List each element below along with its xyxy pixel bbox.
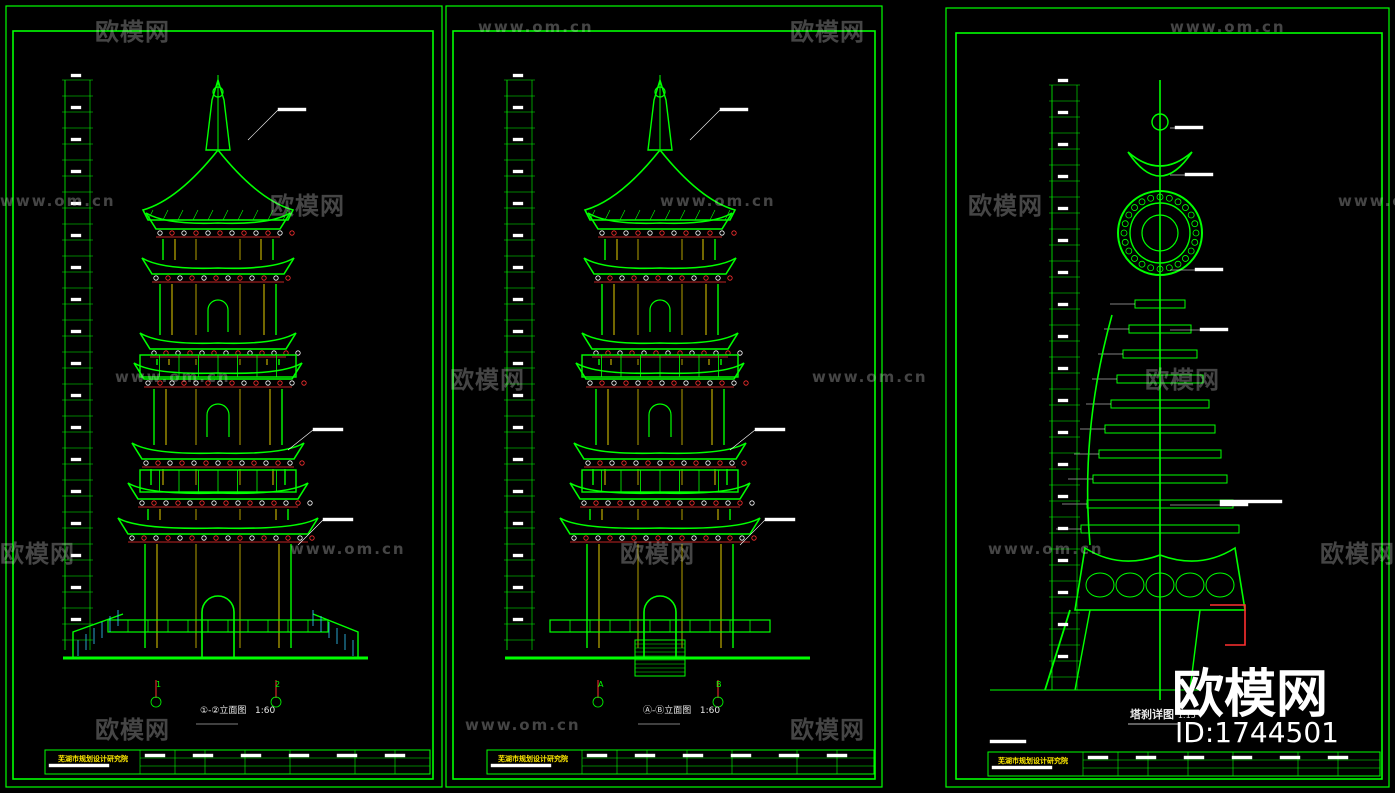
- title-block-organization: 芜湖市规划设计研究院: [498, 755, 568, 763]
- model-id: ID:1744501: [1175, 716, 1339, 749]
- drawing-title-1: ①-②立面图 1:60: [200, 706, 276, 716]
- brand-logo: 欧模网: [1172, 665, 1329, 725]
- axis-label: A: [598, 680, 604, 689]
- axis-label: 2: [275, 680, 281, 689]
- sheet-frames: [5, 5, 1390, 788]
- title-block-organization: 芜湖市规划设计研究院: [998, 757, 1068, 765]
- axis-label: B: [716, 680, 722, 689]
- pagoda-elevation-1: [63, 75, 368, 725]
- finial-detail-drawing: [989, 80, 1283, 744]
- drawing-title-2: Ⓐ-Ⓑ立面图 1:60: [643, 706, 721, 716]
- title-block-organization: 芜湖市规划设计研究院: [58, 755, 128, 763]
- pagoda-elevation-2: [505, 75, 810, 725]
- axis-label: 1: [156, 680, 162, 689]
- title-blocks: [44, 749, 1381, 777]
- dimension-lines: [62, 73, 1080, 690]
- drawing-title-3: 塔刹详图 1:15: [1130, 708, 1196, 721]
